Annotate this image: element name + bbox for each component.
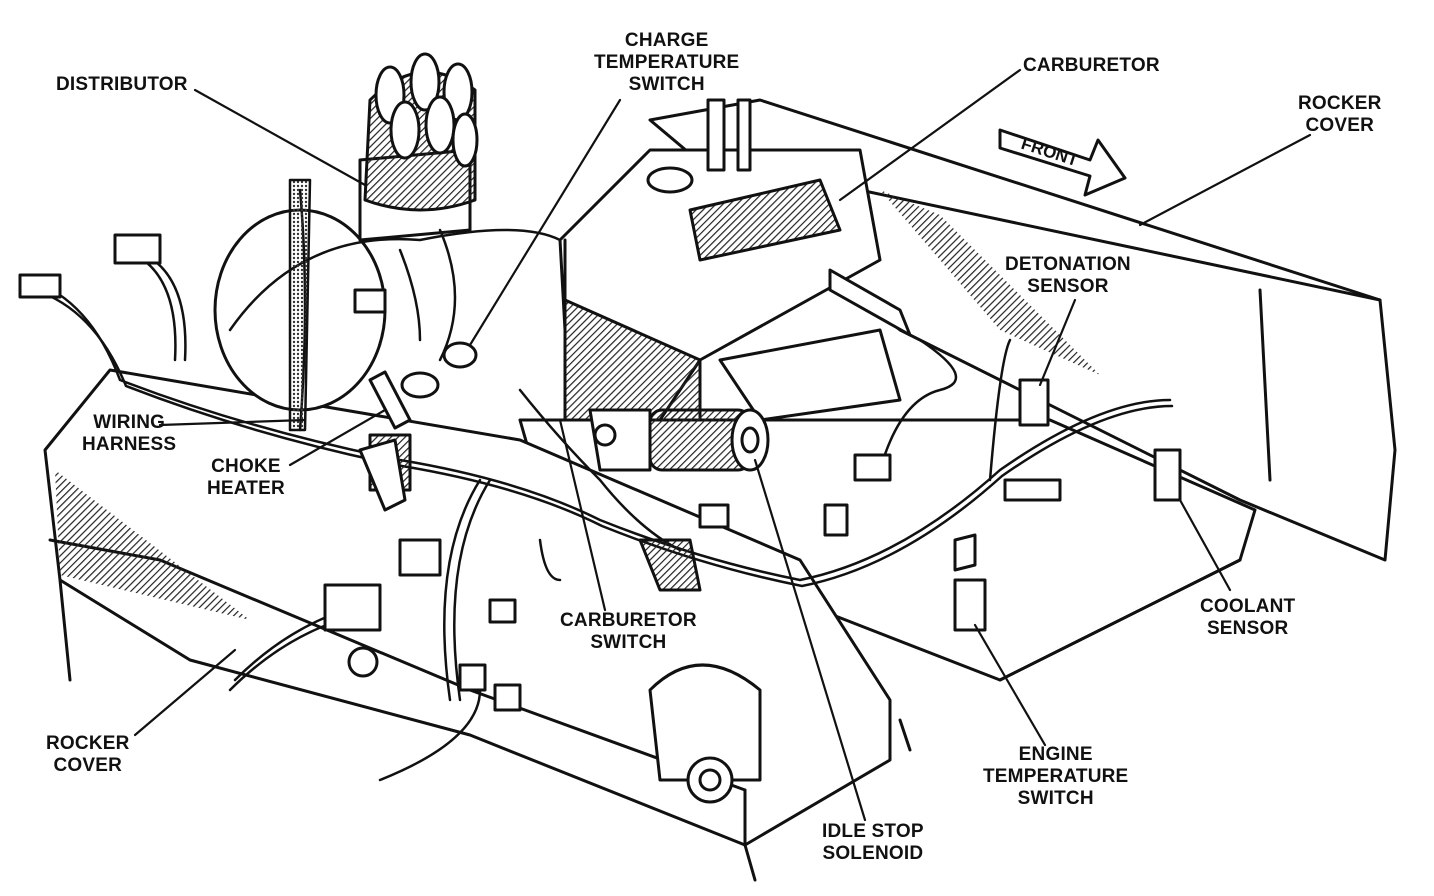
label-coolant-sensor: COOLANT SENSOR xyxy=(1200,596,1296,639)
connectors xyxy=(18,233,892,712)
label-detonation-sensor: DETONATION SENSOR xyxy=(1005,254,1131,297)
rocker-cover-shading-left xyxy=(55,470,250,620)
label-wiring-harness: WIRING HARNESS xyxy=(82,412,177,455)
distributor xyxy=(213,52,479,412)
label-rocker-cover-left: ROCKER COVER xyxy=(46,733,130,776)
label-carburetor: CARBURETOR xyxy=(1023,55,1160,76)
engine-temperature-switch-body xyxy=(953,578,987,632)
leader-charge-temperature-switch xyxy=(468,98,622,347)
coolant-sensor-body xyxy=(1153,448,1182,502)
wiring-harness xyxy=(28,178,1174,782)
label-choke-heater: CHOKE HEATER xyxy=(207,456,285,499)
leader-carburetor-switch xyxy=(558,418,607,612)
idle-stop-solenoid xyxy=(588,408,770,472)
rocker-cover-bolt-mid xyxy=(347,646,379,678)
front-arrow xyxy=(998,128,1127,197)
label-engine-temperature-switch: ENGINE TEMPERATURE SWITCH xyxy=(983,744,1129,809)
sensors xyxy=(400,341,1182,632)
label-distributor: DISTRIBUTOR xyxy=(56,74,188,95)
leader-idle-stop-solenoid xyxy=(753,458,867,822)
label-idle-stop-solenoid: IDLE STOP SOLENOID xyxy=(822,821,924,864)
leader-rocker-cover-right xyxy=(1138,133,1312,227)
label-rocker-cover-right: ROCKER COVER xyxy=(1298,93,1382,136)
leader-engine-temperature-switch xyxy=(973,623,1047,747)
label-charge-temperature-switch: CHARGE TEMPERATURE SWITCH xyxy=(594,30,740,95)
leader-choke-heater xyxy=(288,408,387,467)
label-carburetor-switch: CARBURETOR SWITCH xyxy=(560,610,697,653)
leader-detonation-sensor xyxy=(1038,298,1077,387)
leader-coolant-sensor xyxy=(1178,498,1232,592)
rocker-cover-shading-right xyxy=(880,190,1100,375)
leader-distributor xyxy=(193,88,367,187)
left-rocker-cover xyxy=(43,368,912,882)
charge-temperature-switch-body xyxy=(442,341,478,369)
detonation-sensor-body xyxy=(1018,378,1050,427)
leader-carburetor xyxy=(838,68,1022,202)
carburetor xyxy=(558,98,912,422)
leader-rocker-cover-left xyxy=(133,648,237,737)
choke-heater xyxy=(368,370,412,430)
leader-wiring-harness xyxy=(158,418,307,427)
